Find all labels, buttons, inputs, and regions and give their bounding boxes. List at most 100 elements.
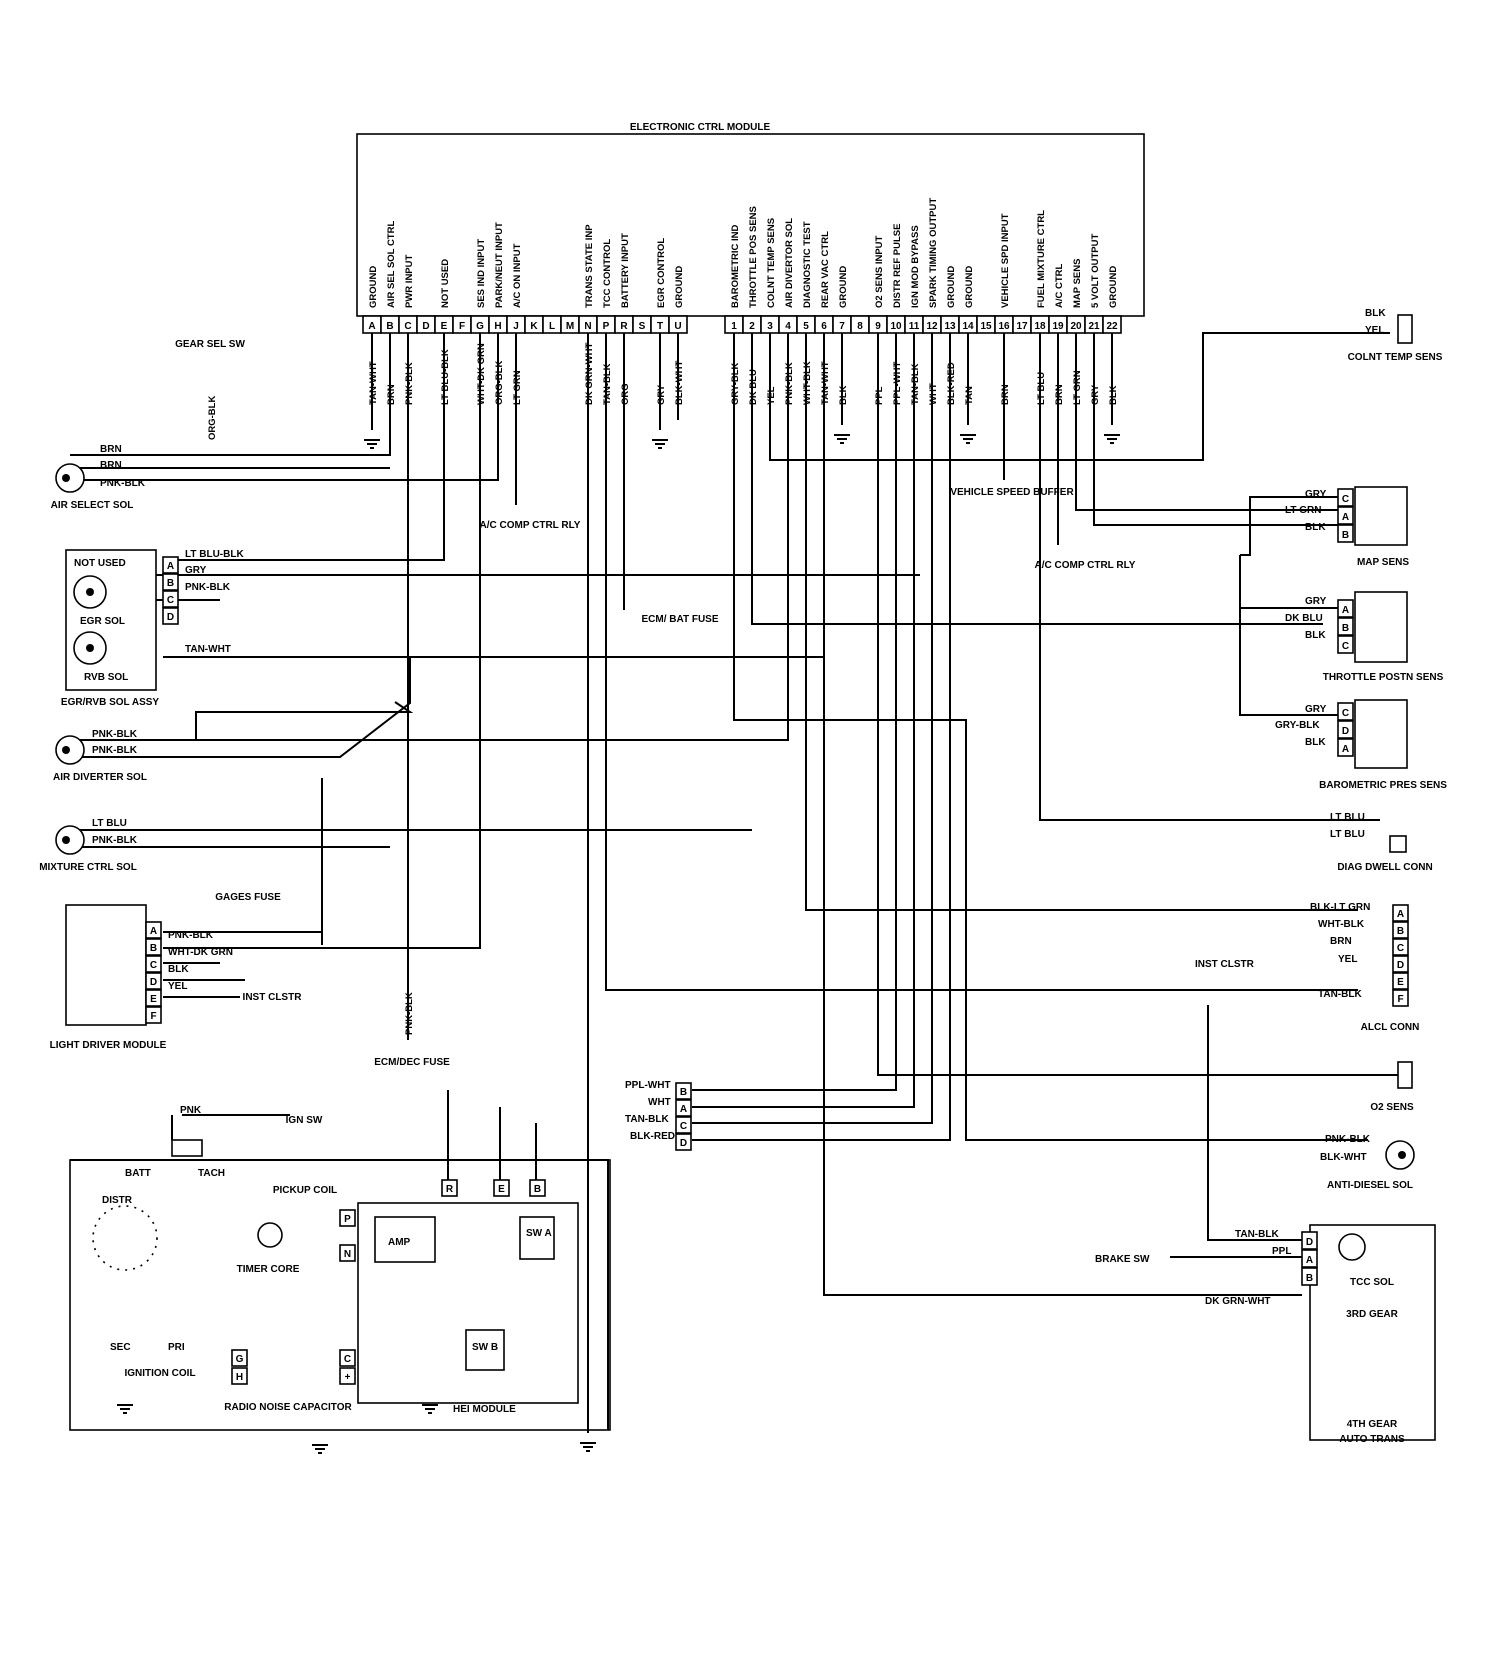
- map-sens-label: MAP SENS: [1357, 557, 1409, 568]
- connector-pin: [145, 938, 162, 956]
- ecm-pin-id: H: [494, 321, 501, 332]
- connector-pin-id: C: [1342, 494, 1349, 505]
- wire-label: BRN: [100, 444, 122, 455]
- throttle-postn-sens: ABC GRY DK BLU BLK THROTTLE POSTN SENS: [1285, 591, 1444, 683]
- hei-terminal-id: H: [236, 1372, 243, 1383]
- connector-pin-id: B: [1342, 530, 1349, 541]
- ecm-pin-id: C: [404, 321, 411, 332]
- ecm-pin-id: U: [674, 321, 681, 332]
- vehicle-speed-buffer-label: VEHICLE SPEED BUFFER: [950, 487, 1074, 498]
- hei-terminal: [231, 1367, 248, 1385]
- wire-label: BLK: [1305, 522, 1326, 533]
- timer-core-label: TIMER CORE: [237, 1264, 300, 1275]
- ecm-pin-id: N: [584, 321, 591, 332]
- connector-pin-id: F: [150, 1011, 156, 1022]
- connector-pin: [1337, 506, 1354, 525]
- colnt-temp-sens-label: COLNT TEMP SENS: [1348, 352, 1443, 363]
- wire-label: WHT-DK GRN: [168, 947, 233, 958]
- wire-label: DK GRN-WHT: [1205, 1296, 1271, 1307]
- ecm-pin-wire: LT GRN: [1072, 370, 1083, 405]
- wire-label: YEL: [1365, 325, 1384, 336]
- ecm-pin-function: GROUND: [1108, 266, 1119, 308]
- not-used-label: NOT USED: [74, 558, 126, 569]
- ecm-pin-function: TRANS STATE INP: [584, 224, 595, 308]
- ecm-pin-function: AIR SEL SOL CTRL: [386, 221, 397, 308]
- pri-label: PRI: [168, 1342, 185, 1353]
- ecm-pin-wire: GRY-BLK: [730, 362, 741, 405]
- wire-label: BLK-LT GRN: [1310, 902, 1370, 913]
- ecm-pin-id: B: [386, 321, 393, 332]
- ac-comp-ctrl-rly-right: A/C COMP CTRL RLY: [1035, 560, 1136, 571]
- ecm-pin-function: PWR INPUT: [404, 255, 415, 309]
- barometric-pres-sens-label: BAROMETRIC PRES SENS: [1319, 780, 1447, 791]
- ecm-pin-wire: BLK: [838, 385, 849, 405]
- ecm-pin-wire: BLK: [1108, 385, 1119, 405]
- connector-pin: [145, 972, 162, 990]
- ground-symbol: [117, 1404, 133, 1414]
- connector-pin-id: C: [150, 960, 157, 971]
- ecm-pin-wire: DK GRN-WHT: [584, 343, 595, 405]
- wire-label: GRY: [1305, 596, 1327, 607]
- ecm-pin-id: A: [368, 321, 375, 332]
- ecm-pin-id: 21: [1088, 321, 1100, 332]
- connector-pin: [1337, 488, 1354, 507]
- ecm-pin-id: M: [566, 321, 574, 332]
- connector-pin: [145, 921, 162, 939]
- pickup-coil-label: PICKUP COIL: [273, 1185, 337, 1196]
- connector-pin-id: E: [150, 994, 157, 1005]
- rvb-sol-label: RVB SOL: [84, 672, 128, 683]
- map-connector: CAB: [1337, 488, 1354, 543]
- light-driver-module-label: LIGHT DRIVER MODULE: [50, 1040, 167, 1051]
- ecm-pin-wire: TAN-BLK: [910, 363, 921, 405]
- hei-terminal: [441, 1179, 458, 1197]
- connector-pin: [1337, 524, 1354, 543]
- baro-connector: CDA: [1337, 702, 1354, 757]
- ignition-coil-label: IGNITION COIL: [124, 1368, 195, 1379]
- connector-pin-id: A: [1342, 512, 1349, 523]
- connector-pin: [1337, 599, 1354, 618]
- ecm-pin-id: 2: [749, 321, 755, 332]
- connector-pin: [1392, 972, 1409, 990]
- inst-clstr-right-label: INST CLSTR: [1195, 959, 1255, 970]
- wire-label: BRN: [1330, 936, 1352, 947]
- connector-pin: [1392, 955, 1409, 973]
- ecm-pin-id: 18: [1034, 321, 1046, 332]
- anti-diesel-sol: PNK-BLK BLK-WHT ANTI-DIESEL SOL: [1320, 1134, 1415, 1191]
- ecm-pin-function: REAR VAC CTRL: [820, 231, 831, 308]
- hei-terminal-id: C: [344, 1354, 351, 1365]
- ecm-pin-wire: TAN: [964, 386, 975, 405]
- ecm-pin-function: MAP SENS: [1072, 259, 1083, 308]
- ecm-pin-wire: YEL: [766, 386, 777, 405]
- ecm-pin-wire: DK BLU: [748, 369, 759, 405]
- hei-terminal-id: R: [446, 1184, 454, 1195]
- ground-symbol: [1104, 434, 1120, 444]
- hei-terminal-id: +: [345, 1372, 351, 1383]
- ecm-module: ELECTRONIC CTRL MODULE GROUND AIR SEL SOL…: [356, 122, 1145, 405]
- hei-terminal-id: N: [344, 1249, 351, 1260]
- ecm-pin-wire: ORG: [620, 383, 631, 405]
- wire-label: LT BLU-BLK: [185, 549, 244, 560]
- wire-label: BLK: [1365, 308, 1386, 319]
- throttle-postn-sens-label: THROTTLE POSTN SENS: [1323, 672, 1444, 683]
- tcc-sol-label: TCC SOL: [1350, 1277, 1394, 1288]
- ground-symbol: [312, 1444, 328, 1454]
- ecm-pin-id: 3: [767, 321, 773, 332]
- ecm-pin-wire: ORG-BLK: [494, 361, 505, 405]
- ecm-title: ELECTRONIC CTRL MODULE: [630, 122, 771, 133]
- air-diverter-sol: PNK-BLK PNK-BLK AIR DIVERTER SOL: [53, 729, 147, 783]
- wire-label: TAN-WHT: [185, 644, 231, 655]
- ground-symbol: [834, 434, 850, 444]
- hei-terminal-id: E: [498, 1184, 505, 1195]
- connector-pin: [1392, 921, 1409, 939]
- hei-terminal: [339, 1244, 356, 1262]
- ecm-pin-wire: GRY: [1090, 384, 1101, 405]
- anti-diesel-sol-label: ANTI-DIESEL SOL: [1327, 1180, 1413, 1191]
- o2-sens: O2 SENS: [1370, 1061, 1414, 1113]
- wire-traces: [62, 332, 1400, 1433]
